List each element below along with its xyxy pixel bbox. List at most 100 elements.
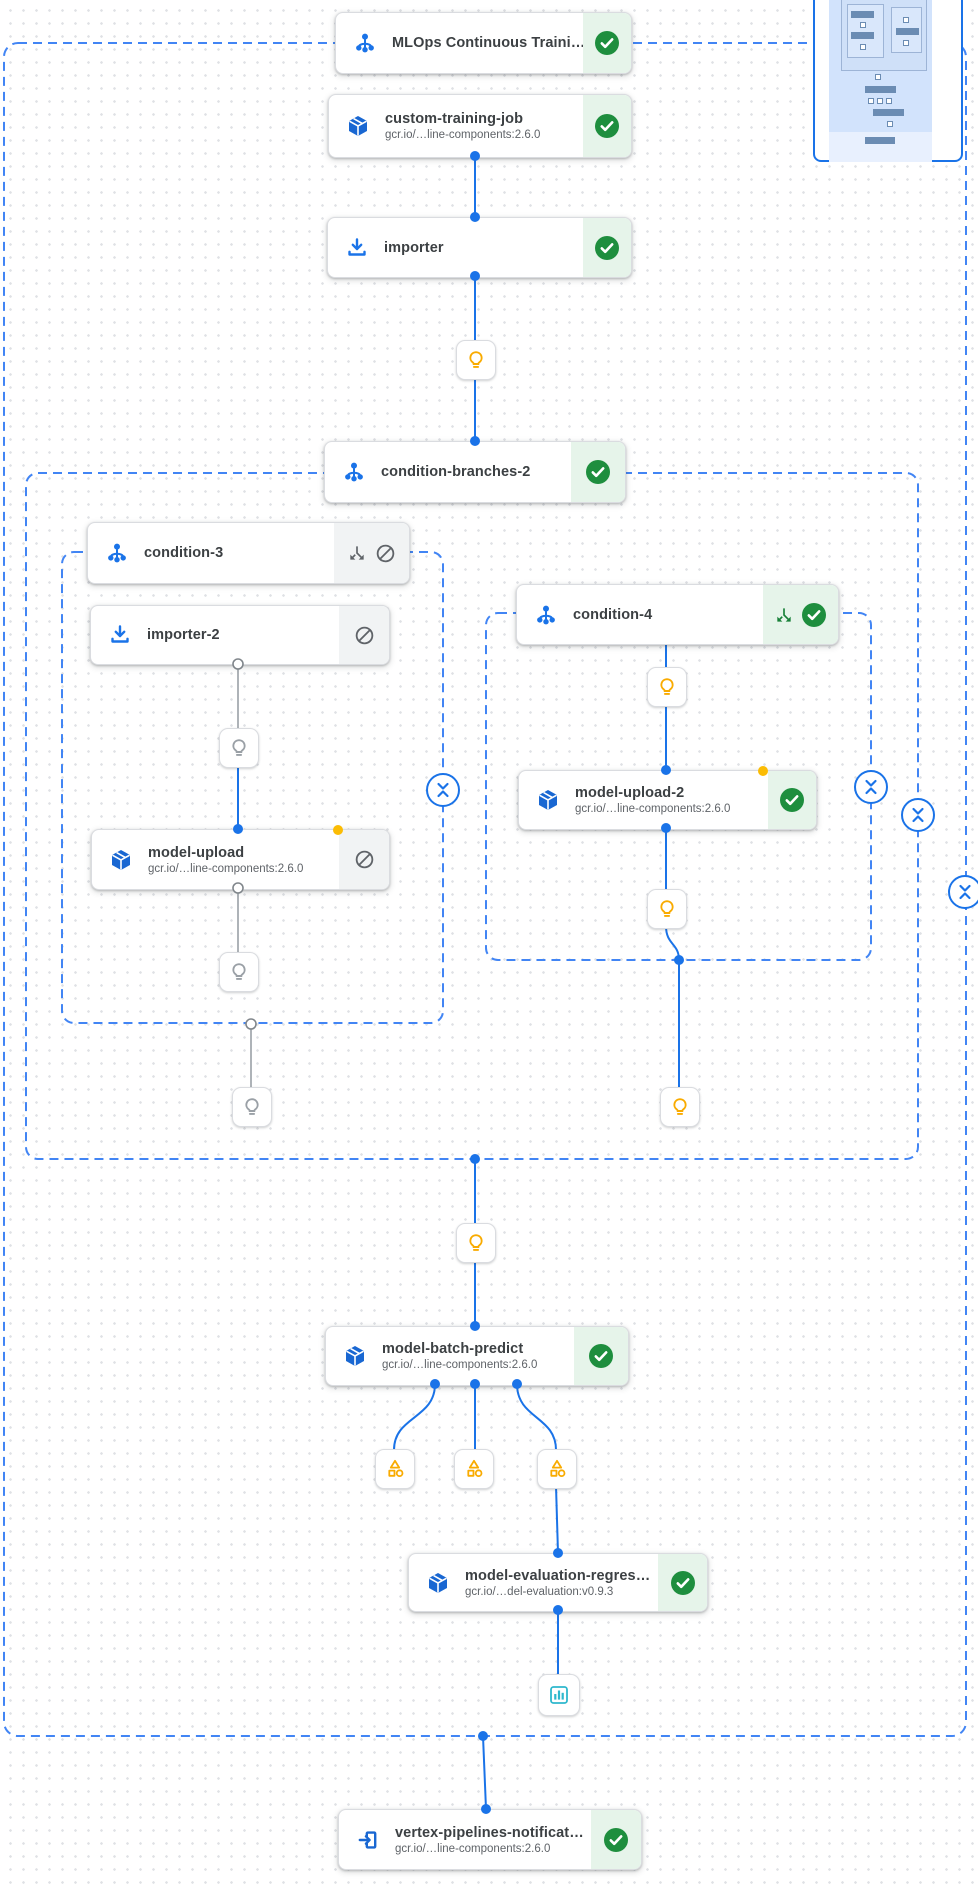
node-condition-4[interactable]: condition-4 (516, 584, 839, 645)
status-section (583, 13, 631, 73)
cube-icon (426, 1571, 450, 1595)
minimap-node-bar (896, 28, 919, 35)
collapse-icon (959, 884, 971, 900)
success-check-icon (586, 460, 610, 484)
metrics-artifact-icon[interactable] (538, 1674, 580, 1716)
node-condition-branches-2[interactable]: condition-branches-2 (324, 441, 626, 503)
lightbulb-icon[interactable] (219, 728, 259, 768)
node-model-upload[interactable]: model-upload gcr.io/…line-components:2.6… (91, 825, 390, 890)
node-subtitle: gcr.io/…line-components:2.6.0 (382, 1359, 538, 1371)
minimap-artifact-square (875, 74, 881, 80)
lightbulb-icon[interactable] (456, 340, 496, 380)
status-section (763, 585, 838, 644)
status-section (574, 1327, 628, 1385)
node-mlops-continuous-training[interactable]: MLOps Continuous Traini… (335, 12, 632, 74)
node-subtitle: gcr.io/…line-components:2.6.0 (575, 803, 731, 815)
cube-icon (343, 1344, 367, 1368)
download-icon (345, 236, 369, 260)
lightbulb-icon[interactable] (647, 667, 687, 707)
blocked-icon (355, 626, 373, 644)
minimap-node-bar (851, 11, 874, 18)
node-text: importer (384, 240, 583, 256)
cube-icon (536, 788, 560, 812)
node-subtitle: gcr.io/…line-components:2.6.0 (148, 862, 304, 875)
minimap-artifact-square (860, 44, 866, 50)
status-section (571, 442, 625, 502)
node-subtitle: gcr.io/…line-components:2.6.0 (395, 1842, 551, 1855)
lightbulb-icon[interactable] (232, 1087, 272, 1127)
minimap-node-bar (865, 86, 896, 93)
success-check-icon (670, 1570, 695, 1595)
pending-yellow-dot (758, 766, 768, 776)
minimap-artifact-square (877, 98, 883, 104)
collapse-button-condition-4[interactable] (854, 770, 888, 804)
shapes-artifact-icon[interactable] (537, 1449, 577, 1489)
node-importer[interactable]: importer (327, 217, 632, 278)
node-vertex-pipelines-notification[interactable]: vertex-pipelines-notificat… gcr.io/…line… (338, 1809, 642, 1870)
node-importer-2[interactable]: importer-2 (90, 605, 390, 665)
node-title: importer-2 (147, 627, 220, 643)
node-title: custom-training-job (385, 111, 524, 127)
minimap-artifact-square (887, 121, 893, 127)
node-model-batch-predict[interactable]: model-batch-predict gcr.io/…line-compone… (325, 1326, 629, 1386)
node-text: vertex-pipelines-notificat… gcr.io/…line… (395, 1825, 591, 1855)
minimap-artifact-square (903, 17, 909, 23)
success-check-icon (589, 1344, 613, 1368)
collapse-icon (437, 782, 449, 798)
minimap-artifact-square (860, 22, 866, 28)
node-text: condition-3 (144, 545, 334, 561)
lightbulb-icon[interactable] (660, 1087, 700, 1127)
node-text: model-upload-2 gcr.io/…line-components:2… (575, 785, 768, 815)
node-title: condition-4 (573, 606, 653, 623)
pipeline-dag-icon (105, 541, 129, 565)
pipeline-dag-icon (534, 603, 558, 627)
shapes-artifact-icon[interactable] (454, 1449, 494, 1489)
node-model-evaluation-regression[interactable]: model-evaluation-regres… gcr.io/…del-eva… (408, 1553, 708, 1612)
status-section (768, 771, 816, 829)
node-text: model-batch-predict gcr.io/…line-compone… (382, 1341, 574, 1371)
node-subtitle: gcr.io/…line-components:2.6.0 (385, 129, 541, 141)
node-title: vertex-pipelines-notificat… (395, 1824, 584, 1841)
status-section (583, 218, 631, 277)
branch-taken-icon (777, 607, 791, 622)
success-check-icon (595, 31, 619, 55)
minimap-node-bar (873, 109, 904, 116)
collapse-button-condition-branches-2[interactable] (901, 798, 935, 832)
node-text: condition-branches-2 (381, 464, 571, 480)
node-text: importer-2 (147, 627, 339, 643)
minimap-node-bar (865, 137, 895, 144)
pending-yellow-dot (333, 825, 343, 835)
node-model-upload-2[interactable]: model-upload-2 gcr.io/…line-components:2… (518, 766, 817, 830)
exit-icon (356, 1828, 380, 1852)
minimap-artifact-square (903, 40, 909, 46)
collapse-button-pipeline[interactable] (948, 875, 978, 909)
success-check-icon (802, 602, 826, 627)
node-title: model-batch-predict (382, 1341, 524, 1357)
download-icon (108, 623, 132, 647)
node-title: condition-branches-2 (381, 464, 531, 480)
minimap-artifact-square (886, 98, 892, 104)
node-custom-training-job[interactable]: custom-training-job gcr.io/…line-compone… (328, 94, 632, 158)
success-check-icon (780, 788, 804, 812)
blocked-icon (355, 850, 373, 869)
node-title: model-upload-2 (575, 785, 685, 801)
minimap-node-bar (851, 32, 874, 39)
branch-taken-icon (349, 546, 364, 560)
lightbulb-icon[interactable] (456, 1223, 496, 1263)
cube-icon (109, 848, 133, 872)
success-check-icon (595, 114, 619, 138)
status-section (339, 830, 389, 889)
lightbulb-icon[interactable] (647, 889, 687, 929)
node-title: model-evaluation-regres… (465, 1567, 651, 1584)
shapes-artifact-icon[interactable] (375, 1449, 415, 1489)
node-text: condition-4 (573, 607, 763, 623)
node-text: custom-training-job gcr.io/…line-compone… (385, 111, 583, 141)
status-section (339, 606, 389, 664)
success-check-icon (604, 1827, 628, 1852)
node-condition-3[interactable]: condition-3 (87, 522, 410, 584)
cube-icon (346, 114, 370, 138)
collapse-button-condition-3[interactable] (426, 773, 460, 807)
lightbulb-icon[interactable] (219, 952, 259, 992)
status-section (658, 1554, 707, 1611)
